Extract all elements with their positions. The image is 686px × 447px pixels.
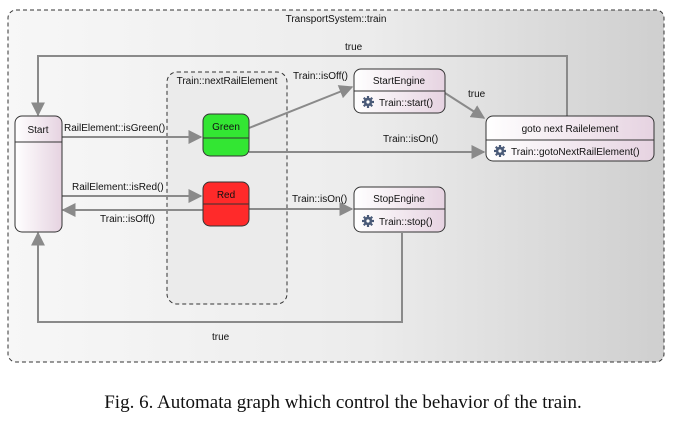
system-title: TransportSystem::train: [286, 14, 387, 25]
label-is-on-goto: Train::isOn(): [383, 134, 438, 145]
state-start-engine-action: Train::start(): [379, 98, 433, 109]
state-start-engine-label: StartEngine: [373, 76, 426, 87]
label-is-red: RailElement::isRed(): [72, 182, 164, 193]
state-red: Red: [202, 181, 250, 227]
state-stop-engine: StopEngine Train::stop(): [353, 186, 446, 233]
label-is-on-stop: Train::isOn(): [292, 194, 347, 205]
label-true-engine: true: [468, 89, 486, 100]
label-is-off-start: Train::isOff(): [293, 71, 348, 82]
gear-icon: [362, 215, 374, 227]
state-start-label: Start: [27, 125, 48, 136]
state-start-engine: StartEngine Train::start(): [353, 68, 446, 114]
automata-diagram: TransportSystem::train Train::nextRailEl…: [7, 9, 665, 363]
next-rail-element-title: Train::nextRailElement: [177, 76, 278, 87]
state-stop-engine-action: Train::stop(): [379, 217, 433, 228]
label-true-top: true: [345, 42, 363, 53]
transition-true-top: [31, 55, 568, 117]
gear-icon: [494, 145, 506, 157]
label-true-bottom: true: [212, 332, 230, 343]
state-green: Green: [202, 113, 250, 157]
label-is-off-back: Train::isOff(): [100, 214, 155, 225]
transition-true-engine: [444, 92, 486, 119]
state-goto-next: goto next Railelement Train::gotoNextRai…: [485, 115, 655, 162]
gear-icon: [362, 96, 374, 108]
state-stop-engine-label: StopEngine: [373, 194, 425, 205]
figure-caption: Fig. 6. Automata graph which control the…: [104, 392, 582, 413]
state-red-label: Red: [217, 190, 235, 201]
state-start: Start: [14, 115, 63, 233]
state-goto-next-action: Train::gotoNextRailElement(): [511, 147, 640, 158]
state-green-label: Green: [212, 122, 240, 133]
label-is-green: RailElement::isGreen(): [64, 123, 165, 134]
transition-true-bottom: [31, 231, 403, 323]
transition-is-off-start: [248, 85, 354, 129]
state-goto-next-label: goto next Railelement: [522, 124, 619, 135]
